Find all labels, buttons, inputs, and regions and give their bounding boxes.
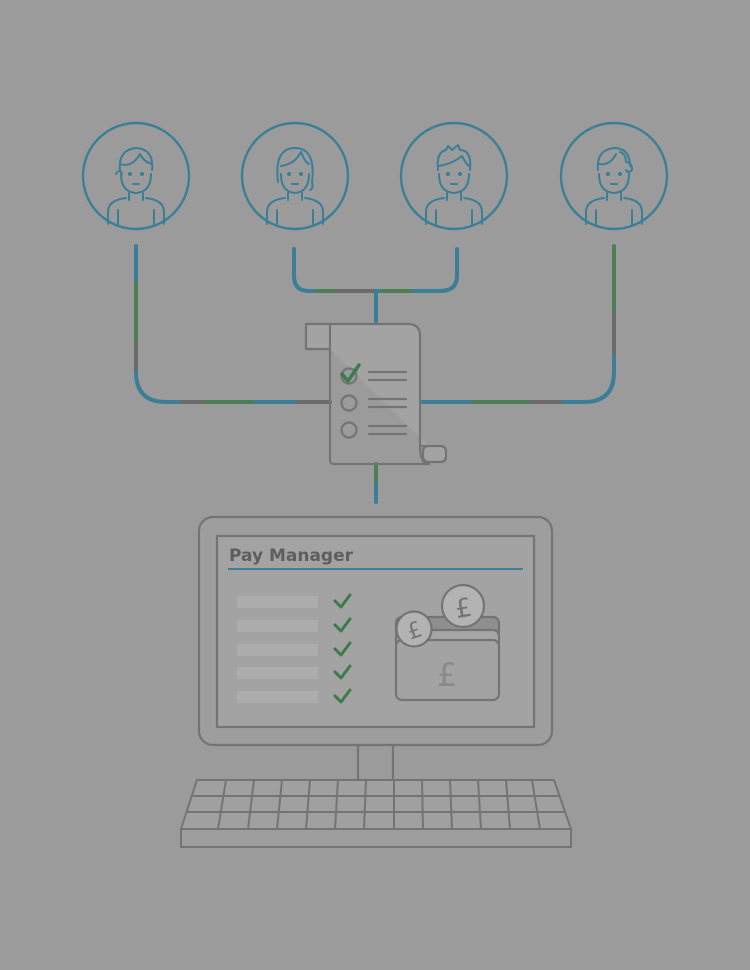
person-icon <box>425 144 483 227</box>
payroll-row-4 <box>237 664 352 680</box>
coin-pound-symbol: £ <box>453 593 475 625</box>
person-icon <box>266 147 324 227</box>
screen-title: Pay Manager <box>229 546 354 566</box>
checklist-item-2 <box>340 394 408 412</box>
check-icon <box>333 593 352 609</box>
computer-illustration: Pay Manager <box>179 515 573 848</box>
avatar-circle <box>399 121 509 231</box>
avatar-circle <box>559 121 669 231</box>
person-icon <box>107 147 165 227</box>
monitor-stand <box>356 746 395 779</box>
check-icon <box>333 664 352 680</box>
person-avatar-3 <box>399 121 509 231</box>
person-avatar-4 <box>559 121 669 231</box>
payroll-row-1 <box>237 593 352 609</box>
payroll-rows <box>237 593 352 704</box>
connector-person-4 <box>420 244 616 404</box>
connector-persons-2-3 <box>292 247 459 324</box>
check-icon <box>333 688 352 704</box>
checklist-item-1 <box>340 363 408 385</box>
payroll-row-5 <box>237 688 352 704</box>
checklist-item-3 <box>340 421 408 439</box>
payroll-row-3 <box>237 641 352 657</box>
wallet-pound-symbol: £ <box>437 656 457 694</box>
person-avatar-1 <box>81 121 191 231</box>
check-icon <box>333 617 352 633</box>
coin-icon-small: £ <box>395 610 433 648</box>
check-icon <box>333 641 352 657</box>
check-icon <box>340 363 361 383</box>
person-icon <box>585 147 643 227</box>
connector-person-1 <box>134 244 332 404</box>
person-avatar-2 <box>240 121 350 231</box>
connector-lines <box>134 244 616 504</box>
payroll-row-2 <box>237 617 352 633</box>
people-row <box>81 121 669 231</box>
avatar-circle <box>81 121 191 231</box>
checklist-scroll-icon <box>304 322 448 466</box>
avatar-circle <box>240 121 350 231</box>
coin-icon-large: £ <box>440 583 486 629</box>
keyboard-icon <box>179 779 573 848</box>
